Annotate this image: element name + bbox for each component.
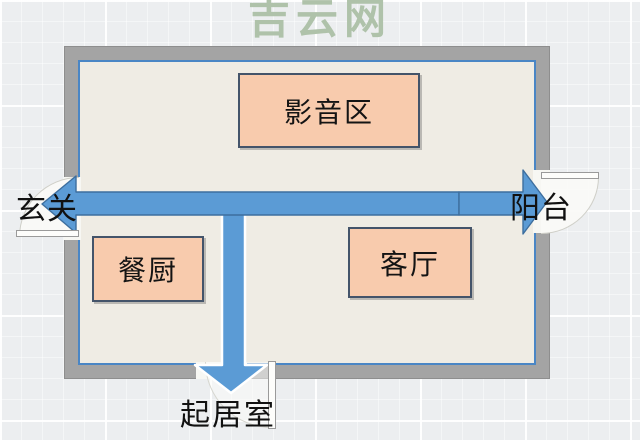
living-quarters-door-leaf (268, 361, 276, 429)
living-quarters-label: 起居室 (180, 399, 276, 432)
entry-door-leaf (16, 230, 79, 237)
zone-media: 影音区 (238, 73, 420, 148)
zone-media-label: 影音区 (283, 97, 374, 129)
balcony-door-leaf (541, 172, 599, 179)
zone-dining-kitchen-label: 餐厨 (117, 256, 178, 287)
balcony-label: 阳台 (510, 192, 572, 225)
site-watermark: 吉云网 (247, 0, 392, 42)
zone-living-room-label: 客厅 (379, 249, 440, 281)
zone-living-room: 客厅 (348, 227, 472, 298)
zone-dining-kitchen: 餐厨 (92, 236, 204, 302)
entry-label: 玄关 (16, 193, 78, 226)
